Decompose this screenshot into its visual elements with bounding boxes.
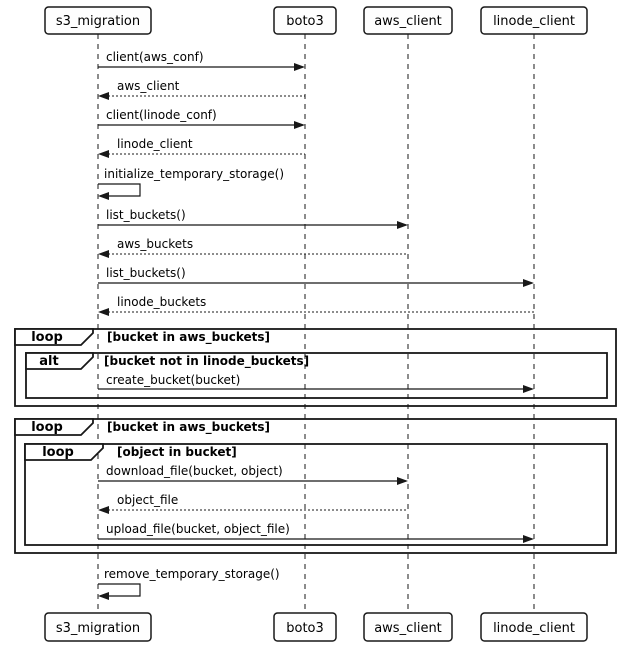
message-return-object-file: object_file (98, 493, 408, 514)
message-client-aws-conf: client(aws_conf) (98, 50, 305, 71)
arrowhead-right (523, 385, 534, 393)
frame-loop-create-guard: [bucket in aws_buckets] (107, 330, 270, 345)
arrowhead-left (98, 150, 109, 158)
participant-label: boto3 (286, 14, 324, 29)
arrowhead-right (397, 477, 408, 485)
frame-loop-objects-label: loop (42, 445, 74, 460)
message-label: upload_file(bucket, object_file) (106, 522, 290, 536)
frame-loop-objects: loop [object in bucket] (24, 443, 608, 546)
participant-top-boto3: boto3 (273, 6, 337, 35)
participant-label: linode_client (493, 14, 575, 29)
frame-loop-copy-tag (14, 418, 94, 436)
arrowhead-right (523, 279, 534, 287)
message-create-bucket: create_bucket(bucket) (98, 373, 534, 393)
frame-loop-copy-buckets: loop [bucket in aws_buckets] (14, 418, 617, 554)
message-return-linode-buckets: linode_buckets (98, 295, 534, 316)
message-label: aws_buckets (117, 237, 193, 251)
message-list-buckets-linode: list_buckets() (98, 266, 534, 287)
message-return-aws-buckets: aws_buckets (98, 237, 408, 258)
message-return-aws-client: aws_client (98, 79, 305, 100)
participant-box (44, 6, 152, 35)
message-upload-file: upload_file(bucket, object_file) (98, 522, 534, 543)
message-label: list_buckets() (106, 208, 186, 222)
message-label: linode_client (117, 137, 193, 151)
frame-loop-create-buckets: loop [bucket in aws_buckets] (14, 328, 617, 407)
message-label: remove_temporary_storage() (104, 567, 280, 581)
message-label: initialize_temporary_storage() (104, 167, 284, 181)
frame-loop-copy-label: loop (31, 420, 63, 435)
frame-alt-border (25, 352, 608, 399)
participant-box (363, 6, 453, 35)
arrowhead-left (98, 192, 109, 200)
self-message-line (98, 183, 141, 197)
message-return-linode-client: linode_client (98, 137, 305, 158)
message-label: list_buckets() (106, 266, 186, 280)
frame-loop-create-border (14, 328, 617, 407)
arrowhead-right (294, 121, 305, 129)
frame-loop-objects-tag (24, 443, 104, 461)
message-label: aws_client (117, 79, 180, 93)
message-self-remove-temporary-storage: remove_temporary_storage() (98, 567, 280, 600)
participant-label: aws_client (374, 621, 442, 636)
message-list-buckets-aws: list_buckets() (98, 208, 408, 229)
frame-alt-guard: [bucket not in linode_buckets] (104, 354, 309, 369)
participant-box (273, 612, 337, 642)
frame-loop-create-label: loop (31, 330, 63, 345)
frame-alt-label: alt (39, 354, 58, 369)
frame-alt-bucket-missing: alt [bucket not in linode_buckets] (25, 352, 608, 399)
message-label: client(linode_conf) (106, 108, 217, 122)
participant-top-linode-client: linode_client (480, 6, 588, 35)
message-label: linode_buckets (117, 295, 206, 309)
frame-loop-copy-guard: [bucket in aws_buckets] (107, 420, 270, 435)
participant-bottom-s3-migration: s3_migration (44, 612, 152, 642)
participant-label: s3_migration (56, 14, 140, 29)
frame-loop-objects-border (24, 443, 608, 546)
message-client-linode-conf: client(linode_conf) (98, 108, 305, 129)
participant-box (44, 612, 152, 642)
arrowhead-right (294, 63, 305, 71)
participant-top-aws-client: aws_client (363, 6, 453, 35)
arrowhead-left (98, 592, 109, 600)
message-download-file: download_file(bucket, object) (98, 464, 408, 485)
message-label: download_file(bucket, object) (106, 464, 283, 478)
arrowhead-left (98, 308, 109, 316)
message-self-initialize-temporary-storage: initialize_temporary_storage() (98, 167, 284, 200)
participant-label: linode_client (493, 621, 575, 636)
participant-top-s3-migration: s3_migration (44, 6, 152, 35)
message-label: client(aws_conf) (106, 50, 204, 64)
participant-box (480, 6, 588, 35)
arrowhead-left (98, 92, 109, 100)
participant-box (363, 612, 453, 642)
message-label: object_file (117, 493, 178, 507)
participant-box (480, 612, 588, 642)
frame-loop-create-tag (14, 328, 94, 346)
participant-bottom-linode-client: linode_client (480, 612, 588, 642)
participant-label: s3_migration (56, 621, 140, 636)
participant-label: boto3 (286, 621, 324, 636)
self-message-line (98, 583, 141, 597)
frame-alt-tag (25, 352, 94, 370)
arrowhead-left (98, 250, 109, 258)
arrowhead-right (523, 535, 534, 543)
frame-loop-objects-guard: [object in bucket] (117, 445, 237, 459)
participant-box (273, 6, 337, 35)
participant-bottom-aws-client: aws_client (363, 612, 453, 642)
participant-label: aws_client (374, 14, 442, 29)
participant-bottom-boto3: boto3 (273, 612, 337, 642)
message-label: create_bucket(bucket) (106, 373, 240, 387)
arrowhead-left (98, 506, 109, 514)
frame-loop-copy-border (14, 418, 617, 554)
arrowhead-right (397, 221, 408, 229)
